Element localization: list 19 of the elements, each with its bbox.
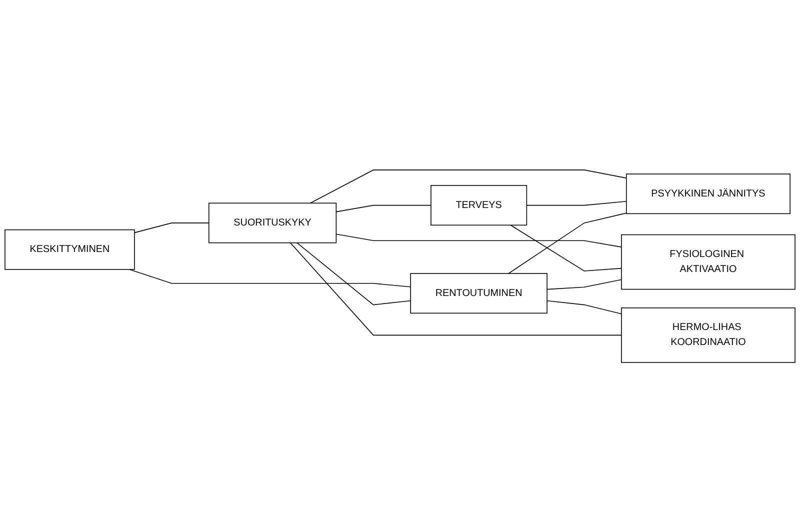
node-box: TERVEYS <box>430 184 528 226</box>
connector <box>336 204 432 212</box>
connector <box>310 169 627 204</box>
connector <box>508 212 627 274</box>
node-box: SUORITUSKYKY <box>208 202 337 243</box>
connector <box>526 200 627 206</box>
node-box: KESKITTYMINEN <box>4 229 135 270</box>
node-box: FYSIOLOGINEN AKTIVAATIO <box>621 234 796 290</box>
node-box: RENTOUTUMINEN <box>410 272 548 314</box>
connector <box>134 222 210 233</box>
connector <box>546 278 622 290</box>
node-box: HERMO-LIHAS KOORDINAATIO <box>621 307 796 363</box>
connector <box>336 234 622 248</box>
connector <box>296 242 411 305</box>
connector <box>129 268 411 288</box>
connector <box>510 224 622 272</box>
node-box: PSYYKKINEN JÄNNITYS <box>626 173 790 214</box>
connector <box>290 242 622 336</box>
connector <box>546 300 622 314</box>
